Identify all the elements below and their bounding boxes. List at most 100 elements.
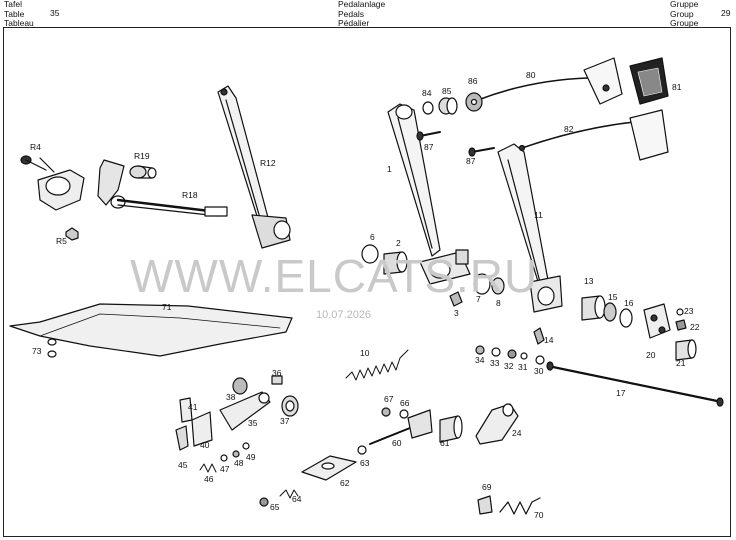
callout-r4: R4	[30, 142, 41, 152]
callout-r18: R18	[182, 190, 198, 200]
callout-7: 7	[476, 294, 481, 304]
callout-73: 73	[32, 346, 42, 356]
callout-87-lower: 87	[466, 156, 476, 166]
ring-16	[619, 308, 633, 328]
callout-1: 1	[387, 164, 392, 174]
callout-38: 38	[226, 392, 236, 402]
washer-15	[603, 302, 617, 322]
lever-24	[475, 403, 519, 445]
label-tableau: Tableau	[4, 18, 34, 28]
callout-32: 32	[504, 361, 514, 371]
label-table: Table	[4, 8, 25, 19]
callout-49: 49	[246, 452, 256, 462]
label-groupe: Groupe	[670, 18, 699, 28]
callout-62: 62	[340, 478, 350, 488]
bushing-38	[232, 377, 248, 395]
callout-20: 20	[646, 350, 656, 360]
bushing-85	[438, 97, 458, 115]
label-gruppe: Gruppe	[670, 0, 699, 9]
washer-47	[220, 454, 228, 462]
washer-63	[357, 445, 367, 455]
callout-37: 37	[280, 416, 290, 426]
callout-15: 15	[608, 292, 618, 302]
pedal-arm-1	[387, 103, 471, 285]
bolt-22	[675, 319, 687, 331]
callout-36: 36	[272, 368, 282, 378]
table-number: 35	[50, 8, 60, 18]
callout-6: 6	[370, 232, 375, 242]
callout-40: 40	[200, 440, 210, 450]
callout-33: 33	[490, 358, 500, 368]
pedal-rod-82	[518, 109, 669, 161]
callout-35: 35	[248, 418, 258, 428]
bracket-35	[219, 391, 271, 431]
bushing-2	[383, 251, 408, 275]
callout-82: 82	[564, 124, 574, 134]
callout-86: 86	[468, 76, 478, 86]
bushing-21	[675, 339, 697, 361]
watermark-text: WWW.ELCATS.RU	[130, 250, 538, 302]
callout-87-upper: 87	[424, 142, 434, 152]
clip-23	[676, 308, 684, 316]
callout-31: 31	[518, 362, 528, 372]
callout-47: 47	[220, 464, 230, 474]
rod-17	[546, 361, 724, 407]
header-left-labels: Tafel Table Tableau	[4, 0, 34, 29]
callout-24: 24	[512, 428, 522, 438]
bolt-60	[369, 409, 433, 445]
callout-labels: R4 R5 R12 R18 R19 1 2 3 6 7 8 10 11 13 1…	[30, 70, 700, 520]
ring-6	[361, 244, 379, 264]
callout-41: 41	[188, 402, 198, 412]
group-number: 29	[721, 8, 731, 18]
callout-11: 11	[534, 210, 543, 220]
callout-63: 63	[360, 458, 370, 468]
grommet-73	[47, 350, 57, 358]
callout-14: 14	[544, 335, 554, 345]
callout-r12: R12	[260, 158, 276, 168]
diagram-frame	[3, 27, 731, 537]
callout-85: 85	[442, 86, 452, 96]
callout-69: 69	[482, 482, 492, 492]
washer-84	[422, 101, 434, 115]
callout-60: 60	[392, 438, 402, 448]
header-center-titles: Pedalanlage Pedals Pédalier	[338, 0, 385, 29]
bushing-37	[281, 395, 299, 417]
callout-23: 23	[684, 306, 694, 316]
label-tafel: Tafel	[4, 0, 22, 9]
cam-86	[465, 92, 483, 112]
nut-34	[475, 345, 485, 355]
callout-84: 84	[422, 88, 432, 98]
callout-70: 70	[534, 510, 544, 520]
nut-r5	[65, 227, 79, 241]
washer-67	[381, 407, 391, 417]
bolt-87-lower	[468, 147, 495, 157]
washer-33	[491, 347, 501, 357]
pedal-arm-11	[497, 143, 563, 313]
callout-r19: R19	[134, 151, 150, 161]
pedal-pad-81	[583, 57, 669, 105]
callout-65: 65	[270, 502, 280, 512]
callout-34: 34	[475, 355, 485, 365]
clip-36	[271, 375, 283, 385]
bracket-r4	[20, 155, 85, 211]
nut-49	[242, 442, 250, 450]
bushing-61	[439, 415, 463, 443]
callout-48: 48	[234, 458, 244, 468]
callout-21: 21	[676, 358, 686, 368]
shaft-r18	[97, 159, 228, 217]
callout-10: 10	[360, 348, 370, 358]
header-right-labels: Gruppe Group Groupe	[670, 0, 698, 29]
clip-69	[477, 495, 493, 515]
callout-30: 30	[534, 366, 544, 376]
watermark-date: 10.07.2026	[316, 309, 371, 321]
callout-46: 46	[204, 474, 214, 484]
floor-plate-71	[9, 303, 293, 357]
callout-67: 67	[384, 394, 394, 404]
plate-45	[175, 425, 189, 451]
spring-64	[279, 489, 299, 499]
spring-46	[199, 463, 217, 473]
spring-10	[345, 349, 409, 381]
washer-31	[520, 352, 528, 360]
pedal-rod-80	[474, 77, 589, 104]
